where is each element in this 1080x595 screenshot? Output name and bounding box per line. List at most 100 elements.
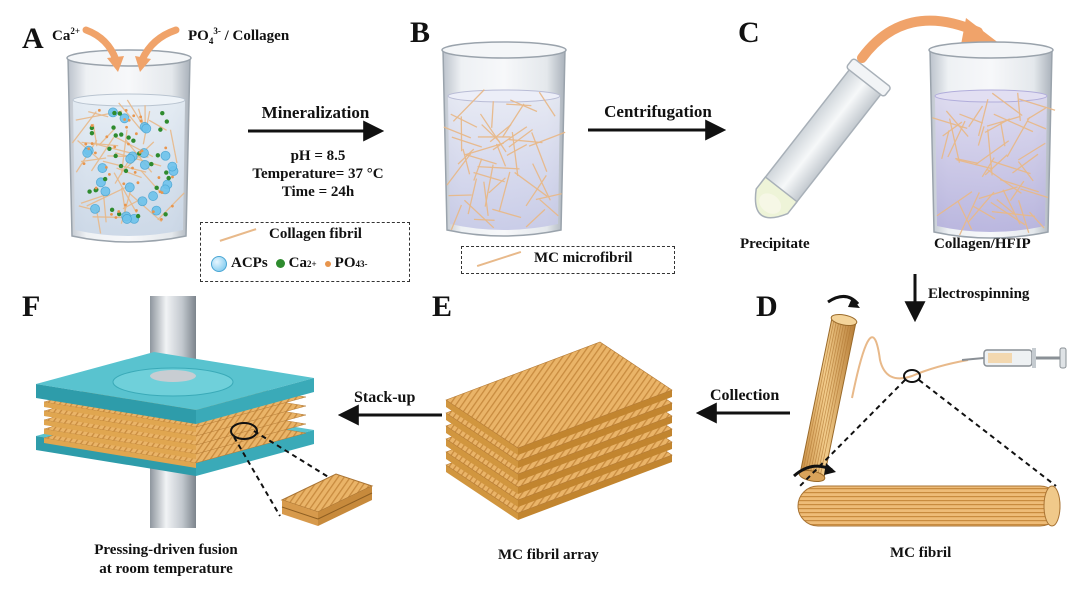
syringe (961, 347, 1067, 369)
fibril-strand (508, 128, 533, 148)
reagent-arrows (82, 26, 180, 72)
fibril-strand (1006, 116, 1031, 158)
sheet-edge-right (518, 416, 672, 481)
rotation-arrow-top (827, 295, 860, 306)
fibril-strand (473, 158, 483, 181)
phosphate-ion (93, 151, 97, 155)
fibril-strand (984, 118, 1011, 133)
fibril-strand (86, 185, 130, 207)
fibril-strand (71, 111, 97, 144)
calcium-ion (154, 185, 159, 191)
calcium-ion (107, 146, 112, 151)
fibril-strand (948, 118, 961, 163)
label-mc-fibril: MC fibril (890, 545, 952, 561)
calcium-ion (117, 111, 123, 116)
calcium-ion (89, 130, 95, 136)
fibril-strand (1020, 188, 1049, 199)
roller-fiber (804, 320, 837, 477)
phosphate-ion (105, 135, 109, 139)
calcium-ion (102, 176, 108, 182)
calcium-ion (164, 119, 170, 124)
phosphate-ion (136, 181, 140, 185)
phosphate-ion (140, 149, 144, 153)
acp-particle (122, 214, 132, 224)
phosphate-ion (113, 145, 117, 149)
calcium-ion (113, 153, 118, 159)
label-temperature: Temperature= 37 °C (252, 166, 384, 182)
sheet-edge-left (446, 465, 518, 520)
fibril-strand (81, 141, 119, 147)
label-centrifugation: Centrifugation (604, 102, 712, 121)
fibril-strand (535, 193, 562, 201)
fibril-strand (506, 143, 528, 156)
label-time: Time = 24h (281, 184, 355, 200)
fibril-strand (506, 103, 532, 107)
fibril-strand (947, 120, 966, 158)
panel-label-c: C (738, 16, 760, 49)
fibril-strand (489, 124, 512, 143)
legend-item-mc-microfibril: MC microfibril (476, 250, 632, 267)
fibril-strand (477, 165, 520, 170)
phosphate-ion (139, 119, 143, 123)
fibril-strand (1017, 161, 1034, 182)
calcium-ion (87, 189, 92, 194)
fibril-strand (446, 153, 472, 186)
calcium-ion (135, 213, 141, 219)
fibril-strand (169, 129, 178, 164)
fibril-strand (986, 115, 1021, 127)
panel-label-f: F (22, 290, 41, 323)
sheet-edge-right (518, 429, 672, 494)
fibril-strand (116, 167, 142, 179)
pressed-sheet-edge (44, 429, 196, 459)
phosphate-ion (114, 216, 118, 219)
fibril-strand (452, 89, 485, 122)
fibril-strand (932, 117, 968, 130)
fibril-strand (974, 140, 1010, 166)
acp-particle (100, 186, 111, 197)
fibril-strand (1017, 142, 1046, 161)
fibril-strand (538, 91, 556, 117)
label-electrospinning: Electrospinning (928, 286, 1030, 302)
fibril-strand (539, 198, 559, 217)
press-assembly (36, 296, 314, 528)
phosphate-ion (131, 166, 134, 170)
pressed-sheet-edge (44, 438, 196, 468)
phosphate-ion (125, 125, 128, 129)
acp-icon (211, 255, 227, 272)
calcium-ion (116, 211, 122, 217)
fibril-strand (473, 171, 505, 183)
label-collagen-hfip: Collagen/HFIP (934, 236, 1031, 252)
phosphate-ion (124, 109, 128, 112)
fibril-strand (463, 199, 495, 229)
fibril-strand (991, 211, 1036, 217)
mc-fibril-sheet (445, 341, 673, 449)
label-pressing-line1: Pressing-driven fusion (94, 542, 238, 558)
calcium-ion (158, 127, 163, 132)
fibril-strand (999, 121, 1006, 147)
label-mineralization: Mineralization (261, 103, 370, 122)
phosphate-ion (135, 209, 138, 212)
sheet-edge-left (446, 439, 518, 494)
pressed-sheet-edge (44, 411, 196, 441)
fibril-strand (80, 157, 107, 163)
phosphate-ion (164, 146, 168, 150)
acp-particle (160, 150, 171, 161)
fibril-strand (1017, 92, 1021, 121)
fibril-strand (483, 181, 489, 216)
fibril-strand (80, 193, 108, 204)
sheet-edge-right (518, 455, 672, 520)
fibril-strand (525, 208, 546, 228)
acp-particle (140, 159, 150, 170)
phosphate-ion (160, 218, 163, 221)
fibril-strand (941, 130, 950, 160)
fibril-strand (990, 160, 1031, 175)
beaker-a (66, 49, 192, 243)
calcium-ion (113, 133, 118, 138)
phosphate-ion (97, 108, 101, 112)
fibril-strand (514, 171, 548, 197)
fibril-strand (481, 124, 500, 143)
fibril-strand (525, 175, 547, 207)
fibril-strand (978, 186, 1018, 200)
phosphate-ion (90, 142, 94, 145)
